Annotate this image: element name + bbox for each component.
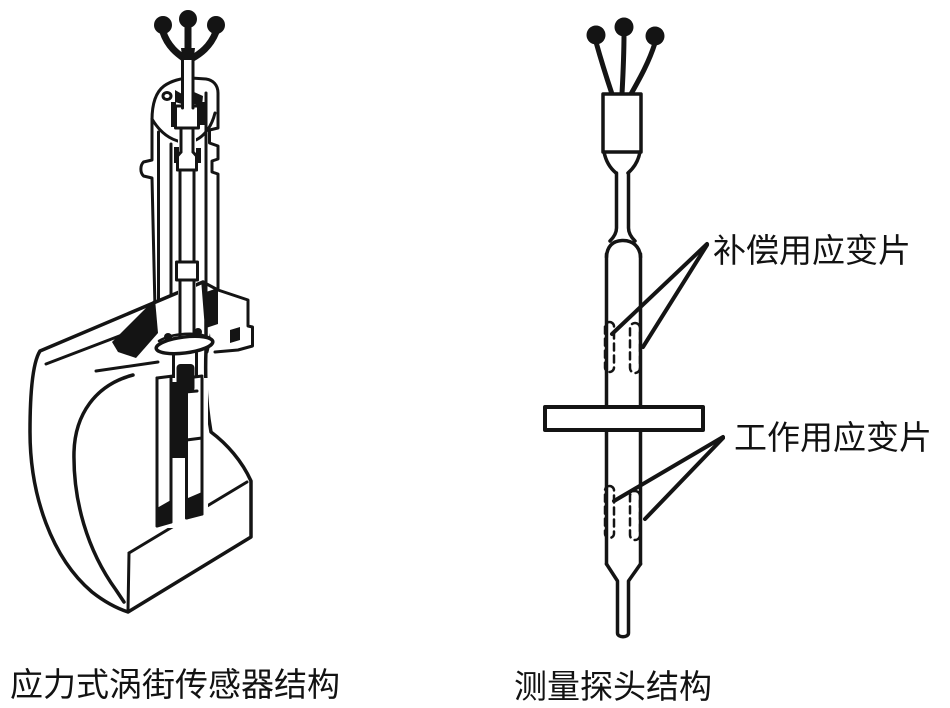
- wire-dot: [179, 10, 197, 28]
- strain-gauge-dashes: [603, 320, 642, 542]
- probe-connector-block: [601, 92, 643, 154]
- wire-dot: [586, 25, 606, 45]
- leader-lines: [610, 242, 725, 521]
- probe-crossbar: [543, 405, 705, 432]
- wire-dot: [154, 16, 172, 34]
- vortex-sensor-drawing: [28, 10, 254, 614]
- label-compensation-strain-gauge: 补偿用应变片: [713, 232, 911, 269]
- wire-dot: [614, 17, 634, 37]
- probe-drawing: [543, 17, 725, 639]
- wire-dot: [645, 26, 665, 46]
- caption-vortex-sensor: 应力式涡街传感器结构: [10, 666, 340, 703]
- wire-dot: [207, 16, 225, 34]
- caption-probe: 测量探头结构: [514, 668, 712, 705]
- label-working-strain-gauge: 工作用应变片: [734, 419, 932, 456]
- probe-lead-wires: [593, 31, 658, 97]
